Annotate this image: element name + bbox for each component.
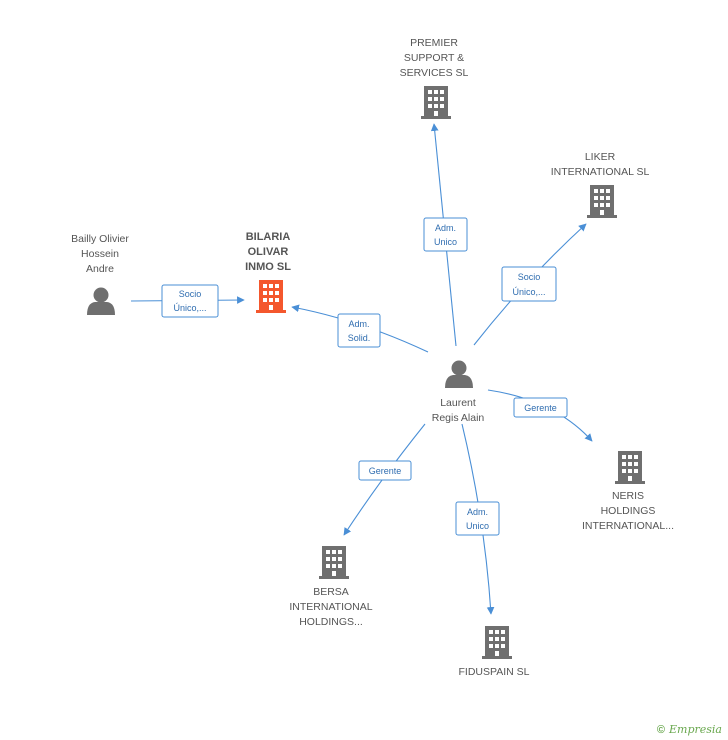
node-label: Regis Alain [432,412,485,424]
svg-text:Único,...: Único,... [512,287,545,297]
building-icon [615,451,645,484]
node-laurent-regis-alain[interactable]: Laurent Regis Alain [432,360,485,425]
svg-text:Socio: Socio [518,272,541,282]
edge-label-laurent-neris[interactable]: Gerente [513,397,568,418]
brand-logo: Empresia [669,723,722,736]
node-premier-support-services[interactable]: PREMIER SUPPORT & SERVICES SL [400,37,469,119]
node-label: Andre [86,263,114,275]
person-icon [445,360,473,388]
node-label: FIDUSPAIN SL [459,666,530,678]
edge-label-laurent-bersa[interactable]: Gerente [358,460,412,481]
copyright-icon: © [656,724,665,736]
node-label: Laurent [440,397,476,409]
node-label: NERIS [612,490,644,502]
node-bailly-olivier[interactable]: Bailly Olivier Hossein Andre [71,233,129,315]
svg-text:Adm.: Adm. [467,507,488,517]
building-icon [256,280,286,313]
node-bersa-international[interactable]: BERSA INTERNATIONAL HOLDINGS... [289,546,373,628]
node-label: HOLDINGS [601,505,656,517]
node-label: HOLDINGS... [299,616,363,628]
node-label: INTERNATIONAL SL [551,166,650,178]
svg-text:Único,...: Único,... [173,303,206,313]
edge-label-laurent-fiduspain[interactable]: Adm. Unico [455,501,500,536]
node-liker-international[interactable]: LIKER INTERNATIONAL SL [551,151,650,218]
svg-text:Unico: Unico [466,521,489,531]
svg-text:Gerente: Gerente [369,466,402,476]
node-label: OLIVAR [248,246,289,258]
node-label: SUPPORT & [404,52,464,64]
node-label: LIKER [585,151,616,163]
edge-label-laurent-liker[interactable]: Socio Único,... [501,266,557,302]
svg-text:Adm.: Adm. [435,223,456,233]
node-label: INTERNATIONAL... [582,520,674,532]
edge-label-laurent-premier[interactable]: Adm. Unico [423,217,468,252]
footer-branding: © Empresia [657,723,722,736]
edge-label-laurent-bilaria[interactable]: Adm. Solid. [337,313,381,348]
svg-text:Adm.: Adm. [348,319,369,329]
svg-text:Socio: Socio [179,289,202,299]
node-label: BERSA [313,586,349,598]
node-label: INTERNATIONAL [289,601,372,613]
building-icon [421,86,451,119]
building-icon [319,546,349,579]
svg-text:Solid.: Solid. [348,333,371,343]
building-icon [587,185,617,218]
node-neris-holdings[interactable]: NERIS HOLDINGS INTERNATIONAL... [582,451,674,532]
building-icon [482,626,512,659]
svg-text:Gerente: Gerente [524,403,557,413]
node-label: PREMIER [410,37,458,49]
node-bilaria-olivar-inmo[interactable]: BILARIA OLIVAR INMO SL [245,231,291,313]
node-label: Hossein [81,248,119,260]
edge-label-bailly-bilaria[interactable]: Socio Único,... [161,284,219,318]
node-label: BILARIA [246,231,291,243]
node-label: SERVICES SL [400,67,469,79]
node-label: Bailly Olivier [71,233,129,245]
person-icon [87,287,115,315]
node-fiduspain[interactable]: FIDUSPAIN SL [459,626,530,678]
svg-text:Unico: Unico [434,237,457,247]
node-label: INMO SL [245,261,291,273]
